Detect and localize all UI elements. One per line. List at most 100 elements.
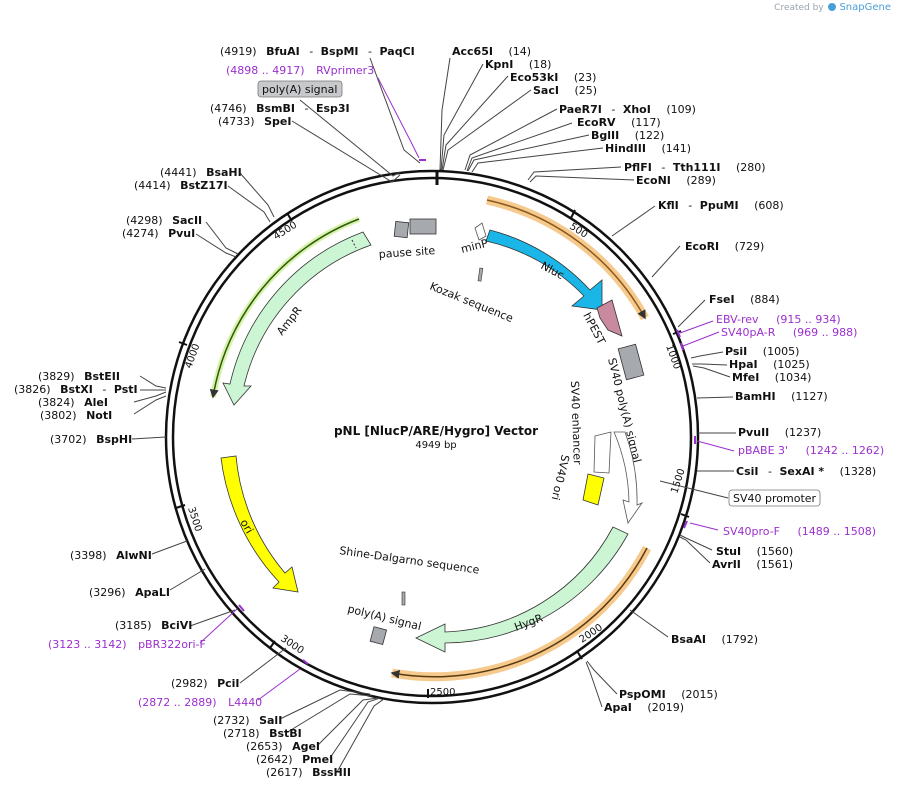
site-alwni[interactable]: (3398) AlwNI	[70, 549, 152, 562]
tick-label-3000: 3000	[278, 633, 305, 656]
snapgene-logo-icon	[827, 3, 836, 11]
site-bamhi[interactable]: BamHI (1127)	[735, 390, 828, 403]
site-csii[interactable]: CsiI - SexAI * (1328)	[736, 465, 876, 478]
shine-dalgarno-feature	[401, 591, 406, 606]
site-pvuii-pos: (1237)	[785, 426, 822, 439]
right-labels: Acc65I (14) KpnI (18) Eco53kI (23) SacI …	[452, 45, 884, 714]
primer-pbr322[interactable]: (3123 .. 3142) pBR322ori-F	[48, 638, 206, 651]
site-apali[interactable]: (3296) ApaLI	[89, 586, 170, 599]
tick-4500	[286, 212, 293, 222]
site-psii-pos: (1005)	[763, 345, 800, 358]
sv40-enhancer-label: SV40 enhancer	[568, 381, 584, 466]
leader-bglii	[467, 134, 590, 172]
site-alei[interactable]: (3824) AleI	[38, 396, 108, 409]
site-paer7i-name: PaeR7I	[559, 103, 602, 116]
site-eco53ki-pos: (23)	[574, 71, 597, 84]
site-mfei-name: MfeI	[732, 371, 759, 384]
site-pvui[interactable]: (4274) PvuI	[122, 227, 195, 240]
site-psii[interactable]: PsiI (1005)	[725, 345, 799, 358]
site-stui-pos: (1560)	[757, 545, 794, 558]
site-acc65i[interactable]: Acc65I (14)	[452, 45, 531, 58]
site-kfli[interactable]: KflI - PpuMI (608)	[658, 199, 784, 212]
site-eco53ki[interactable]: Eco53kI (23)	[510, 71, 596, 84]
site-sacii[interactable]: (4298) SacII	[126, 214, 202, 227]
site-apai[interactable]: ApaI (2019)	[604, 701, 684, 714]
site-bstz17i[interactable]: (4414) BstZ17I	[134, 179, 228, 192]
site-bsteii-name: BstEII	[84, 370, 120, 383]
primer-sv40par-pos: (969 .. 988)	[793, 326, 858, 339]
site-acc65i-pos: (14)	[508, 45, 531, 58]
site-csii-pos: (1328)	[840, 465, 877, 478]
site-spei[interactable]: (4733) SpeI	[218, 115, 291, 128]
site-sexai-name: SexAI *	[779, 465, 824, 478]
site-sacii-pos: (4298)	[126, 214, 163, 227]
leader-spei	[291, 120, 401, 183]
site-bsmbi-name: BsmBI	[256, 102, 295, 115]
site-fsei[interactable]: FseI (884)	[709, 293, 780, 306]
site-bsteii[interactable]: (3829) BstEII	[38, 370, 120, 383]
site-stui[interactable]: StuI (1560)	[716, 545, 793, 558]
primer-sv40par[interactable]: SV40pA-R (969 .. 988)	[721, 326, 857, 339]
site-bglii-pos: (122)	[635, 129, 665, 142]
primer-rvprimer3[interactable]: (4898 .. 4917) RVprimer3	[226, 64, 374, 77]
site-psii-name: PsiI	[725, 345, 747, 358]
site-bsphi[interactable]: (3702) BspHI	[50, 433, 132, 446]
site-econi[interactable]: EcoNI (289)	[636, 174, 716, 187]
site-econi-pos: (289)	[686, 174, 716, 187]
site-bglii[interactable]: BglII (122)	[591, 129, 664, 142]
site-hindiii[interactable]: HindIII (141)	[605, 142, 691, 155]
leader-bfuai	[369, 57, 421, 164]
site-saci[interactable]: SacI (25)	[533, 84, 597, 97]
hygr-feature	[415, 526, 629, 653]
site-bstz17i-name: BstZ17I	[180, 179, 228, 192]
leader-alwni	[151, 540, 188, 555]
primer-sv40prof[interactable]: SV40pro-F (1489 .. 1508)	[723, 525, 876, 538]
site-spei-name: SpeI	[264, 115, 291, 128]
nluc-label: Nluc	[539, 259, 567, 282]
primer-ebvrev[interactable]: EBV-rev (915 .. 934)	[716, 313, 841, 326]
site-pvuii[interactable]: PvuII (1237)	[738, 426, 821, 439]
site-bstxi[interactable]: (3826) BstXI - PstI	[14, 383, 138, 396]
site-bsmbi[interactable]: (4746) BsmBI - Esp3I	[210, 102, 350, 115]
ampr-promoter-mark	[351, 239, 357, 249]
tick-3500	[175, 504, 186, 509]
site-agei[interactable]: (2653) AgeI	[246, 740, 320, 753]
ori-feature	[220, 455, 299, 593]
site-mfei[interactable]: MfeI (1034)	[732, 371, 811, 384]
site-bsahi[interactable]: (4441) BsaHI	[160, 166, 242, 179]
site-bstbi[interactable]: (2718) BstBI	[223, 727, 302, 740]
site-bsahi-name: BsaHI	[206, 166, 242, 179]
site-pflfi[interactable]: PflFI - Tth111I (280)	[624, 161, 766, 174]
site-kfli-name: KflI	[658, 199, 679, 212]
site-pmei[interactable]: (2642) PmeI	[256, 753, 333, 766]
sv40-enhancer-feature	[593, 431, 612, 474]
site-bfuai[interactable]: (4919) BfuAI - BspMI - PaqCI	[220, 45, 415, 58]
site-pspomi[interactable]: PspOMI (2015)	[619, 688, 718, 701]
primer-sv40prof-name: SV40pro-F	[723, 525, 780, 538]
site-alei-name: AleI	[84, 396, 108, 409]
site-ecori[interactable]: EcoRI (729)	[685, 240, 764, 253]
site-ecorv[interactable]: EcoRV (117)	[577, 116, 661, 129]
site-bcivi[interactable]: (3185) BciVI	[115, 619, 192, 632]
primer-pbabe[interactable]: pBABE 3' (1242 .. 1262)	[738, 444, 884, 457]
leader-saci	[442, 89, 532, 171]
site-bsaai[interactable]: BsaAI (1792)	[671, 633, 758, 646]
site-avrii-pos: (1561)	[756, 558, 793, 571]
leader-sacii	[205, 221, 239, 255]
kozak-label: Kozak sequence	[428, 280, 515, 325]
leader-ebvrev	[679, 320, 714, 334]
site-noti[interactable]: (3802) NotI	[40, 409, 112, 422]
shine-dalgarno-label: Shine-Dalgarno sequence	[339, 544, 481, 577]
site-avrii[interactable]: AvrII (1561)	[712, 558, 793, 571]
site-bsshii[interactable]: (2617) BssHII	[266, 766, 351, 779]
site-paer7i[interactable]: PaeR7I - XhoI (109)	[559, 103, 696, 116]
site-pvui-name: PvuI	[168, 227, 195, 240]
pause-site-label: pause site	[378, 244, 436, 261]
site-pcii[interactable]: (2982) PciI	[171, 677, 240, 690]
site-kpni[interactable]: KpnI (18)	[485, 58, 551, 71]
site-sali[interactable]: (2732) SalI	[213, 714, 282, 727]
primer-rvprimer3-pos: (4898 .. 4917)	[226, 64, 305, 77]
site-hpai[interactable]: HpaI (1025)	[729, 358, 810, 371]
primer-l4440[interactable]: (2872 .. 2889) L4440	[138, 696, 262, 709]
